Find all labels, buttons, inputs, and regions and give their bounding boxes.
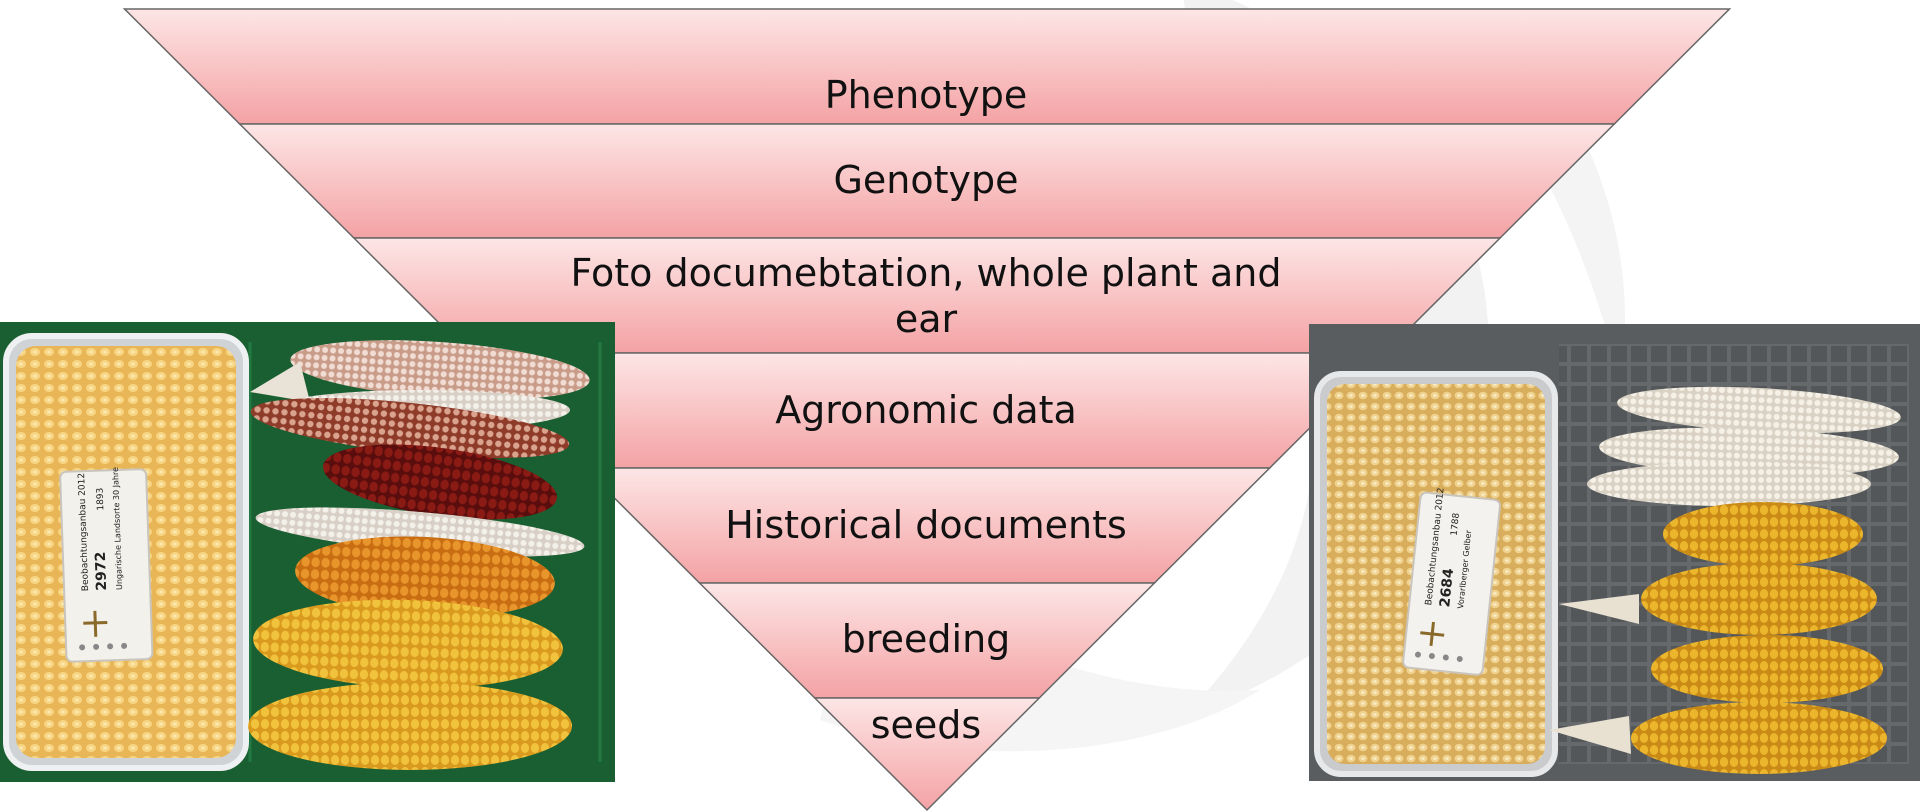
layer-label-genotype: Genotype xyxy=(560,157,1292,203)
layer-label-phenotype: Phenotype xyxy=(560,72,1292,118)
layer-label-breeding: breeding xyxy=(560,616,1292,662)
layer-label-historical-documents: Historical documents xyxy=(560,502,1292,548)
layer-label-seeds: seeds xyxy=(560,702,1292,748)
layer-label-agronomic-data: Agronomic data xyxy=(560,387,1292,433)
label-card-left-year: 1893 xyxy=(96,488,107,511)
label-card-left-number: 2972 xyxy=(93,551,110,591)
layer-label-foto-documentation: Foto documebtation, whole plant and ear xyxy=(560,250,1292,342)
photo-corn-green-tray: Beobachtungsanbau 2012 2972 1893 Ungaris… xyxy=(0,322,615,782)
photo-corn-grey-tray: Beobachtungsanbau 2012 2684 1788 Vorarlb… xyxy=(1309,324,1920,781)
